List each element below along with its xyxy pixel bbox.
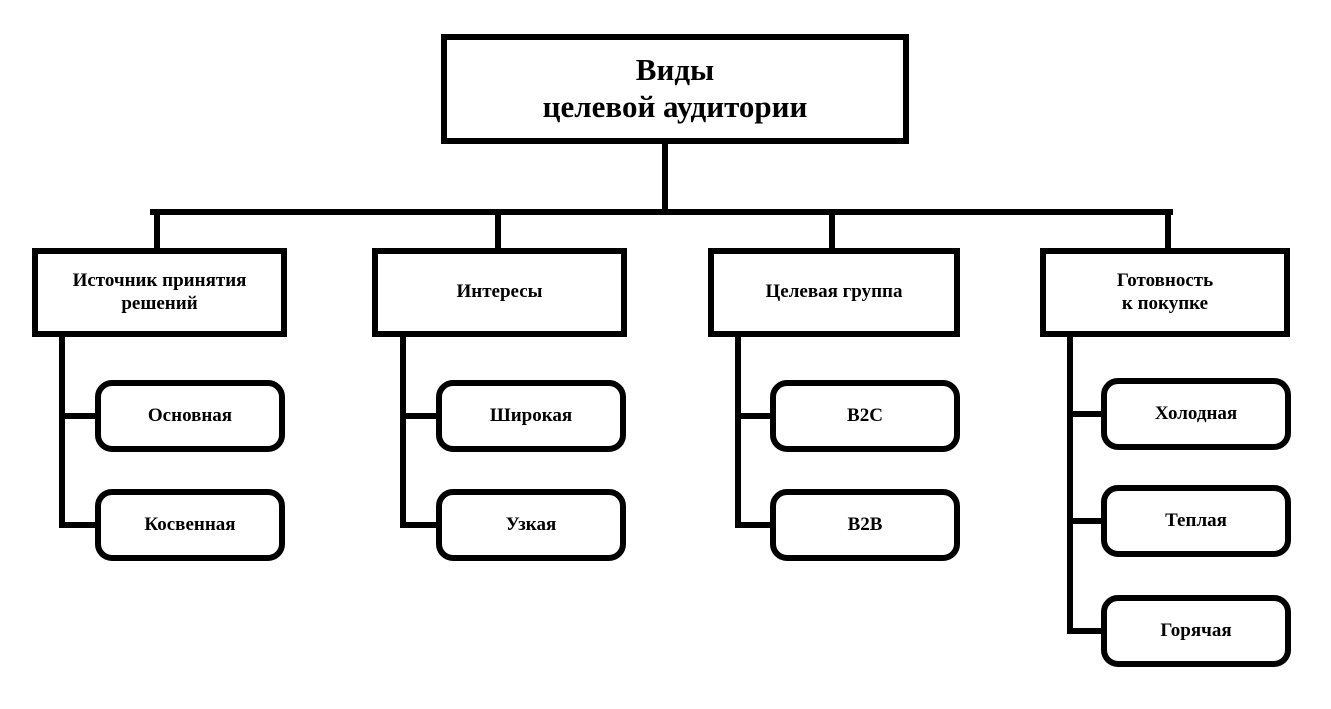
node-box-leaf-leaf-holodnaya[interactable] — [1101, 378, 1291, 450]
node-box-leaf-leaf-kosvennaya[interactable] — [95, 489, 285, 561]
connectors-layer — [59, 141, 1173, 634]
node-box-branch-branch-target-group[interactable] — [708, 248, 960, 337]
boxes-layer — [32, 34, 1291, 667]
node-box-root[interactable] — [441, 34, 909, 144]
node-box-leaf-leaf-b2b[interactable] — [770, 489, 960, 561]
node-box-leaf-leaf-b2c[interactable] — [770, 380, 960, 452]
node-box-leaf-leaf-uzkaya[interactable] — [436, 489, 626, 561]
node-box-leaf-leaf-osnovnaya[interactable] — [95, 380, 285, 452]
node-box-leaf-leaf-teplaya[interactable] — [1101, 485, 1291, 557]
node-box-branch-branch-interests[interactable] — [372, 248, 627, 337]
node-box-branch-branch-readiness[interactable] — [1040, 248, 1290, 337]
node-box-leaf-leaf-goryachaya[interactable] — [1101, 595, 1291, 667]
node-box-leaf-leaf-shirokaya[interactable] — [436, 380, 626, 452]
node-box-branch-branch-source[interactable] — [32, 248, 287, 337]
